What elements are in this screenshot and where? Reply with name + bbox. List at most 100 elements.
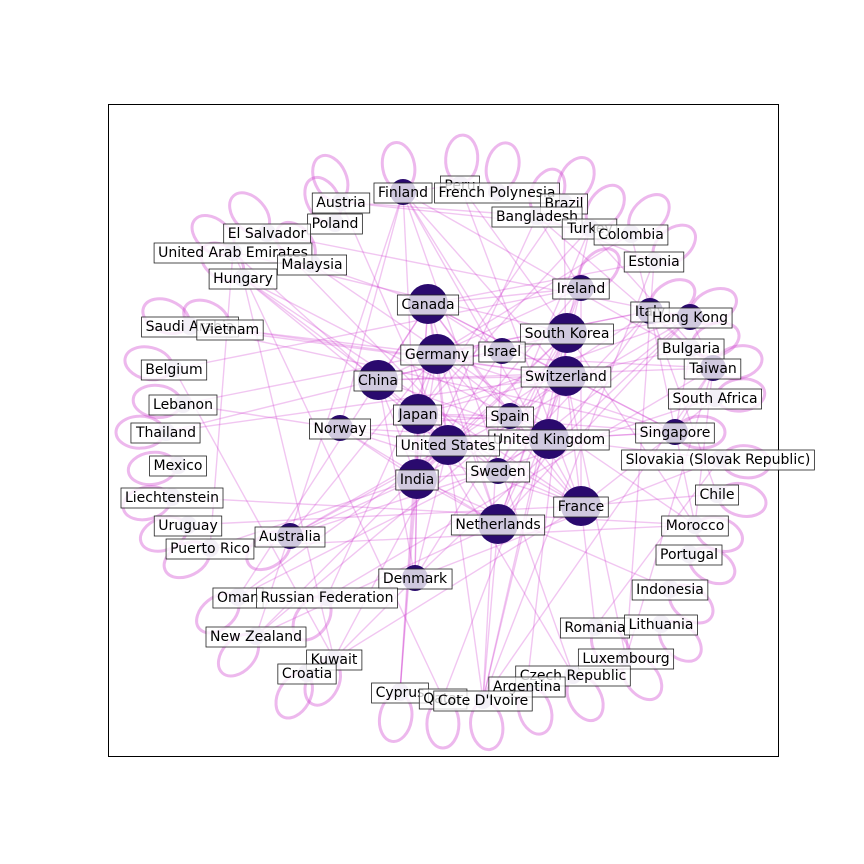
label-taiwan: Taiwan [683, 358, 742, 380]
edge [232, 251, 444, 699]
label-box [623, 251, 685, 273]
label-box [635, 422, 715, 444]
label-box [552, 278, 610, 300]
node-label: Morocco [666, 518, 725, 534]
node-label: New Zealand [210, 629, 302, 645]
label-box [655, 544, 723, 566]
node-label: United Kingdom [493, 432, 605, 448]
label-puerto-rico: Puerto Rico [165, 538, 255, 560]
edge [209, 478, 418, 549]
node-label: Austria [316, 195, 365, 211]
label-india: India [395, 469, 439, 491]
node-label: Denmark [383, 571, 448, 587]
label-box [647, 307, 733, 329]
node-label: Chile [699, 487, 734, 503]
label-box [396, 435, 500, 457]
label-box [486, 406, 534, 428]
edge [630, 233, 651, 312]
node-label: Uruguay [158, 518, 218, 534]
node-label: Portugal [660, 547, 718, 563]
edge [427, 260, 655, 305]
node-label: Colombia [598, 227, 664, 243]
node-label: Hong Kong [652, 310, 728, 326]
node-label: Germany [405, 347, 469, 363]
label-box [196, 319, 264, 341]
label-cote-divoire: Cote D'Ivoire [433, 690, 533, 712]
label-united-states: United States [396, 435, 500, 457]
label-austria: Austria [311, 192, 371, 214]
node-label: South Africa [672, 391, 757, 407]
label-box [373, 182, 433, 204]
node-label: Indonesia [636, 582, 704, 598]
label-box [624, 614, 698, 636]
edge [649, 310, 696, 526]
label-colombia: Colombia [593, 224, 669, 246]
label-box [478, 341, 526, 363]
label-singapore: Singapore [635, 422, 715, 444]
node-label: Bangladesh [496, 209, 578, 225]
label-portugal: Portugal [655, 544, 723, 566]
label-united-kingdom: United Kingdom [488, 429, 610, 451]
node-label: Liechtenstein [125, 490, 219, 506]
edge [289, 353, 438, 537]
edge [625, 367, 714, 659]
label-box [695, 484, 739, 506]
label-box [553, 496, 609, 518]
label-malaysia: Malaysia [277, 254, 347, 276]
edge [482, 260, 655, 701]
edge [447, 332, 568, 446]
node-label: Malaysia [281, 257, 342, 273]
edge [255, 191, 404, 637]
label-box [120, 487, 224, 509]
edge [402, 191, 574, 676]
label-russian-federation: Russian Federation [256, 587, 398, 609]
edge [447, 287, 582, 446]
edge [189, 325, 676, 433]
label-box [378, 568, 453, 590]
edge [402, 191, 503, 352]
node-label: Taiwan [688, 361, 737, 377]
edge [173, 368, 335, 660]
node-label: Cote D'Ivoire [438, 693, 528, 709]
edge [417, 227, 591, 415]
label-box [491, 206, 583, 228]
node-label: Lithuania [629, 617, 694, 633]
edge [339, 191, 404, 429]
label-oman: Oman [212, 587, 264, 609]
node-label: Thailand [135, 425, 196, 441]
edge [417, 202, 565, 415]
label-lebanon: Lebanon [148, 394, 218, 416]
edge [580, 505, 596, 628]
label-hungary: Hungary [208, 268, 278, 290]
label-sweden: Sweden [465, 461, 531, 483]
node-label: United States [401, 438, 496, 454]
label-thailand: Thailand [130, 422, 201, 444]
label-israel: Israel [478, 341, 526, 363]
label-belgium: Belgium [140, 359, 208, 381]
node-label: Poland [312, 216, 359, 232]
label-box [395, 469, 439, 491]
edge [482, 227, 591, 701]
label-box [668, 388, 762, 410]
node-label: Vietnam [201, 322, 259, 338]
edge [173, 287, 582, 370]
node-label: Lebanon [153, 397, 213, 413]
label-liechtenstein: Liechtenstein [120, 487, 224, 509]
edge [414, 444, 449, 579]
label-bulgaria: Bulgaria [657, 338, 725, 360]
label-vietnam: Vietnam [196, 319, 264, 341]
edge [171, 496, 696, 526]
edge [482, 523, 499, 701]
label-indonesia: Indonesia [631, 579, 709, 601]
label-box [309, 418, 371, 440]
edge [237, 303, 429, 598]
node-label: Slovakia (Slovak Republic) [626, 452, 811, 468]
label-box [465, 461, 531, 483]
node-label: Ireland [557, 281, 605, 297]
label-box [621, 449, 815, 471]
edge [536, 215, 582, 289]
label-morocco: Morocco [661, 515, 729, 537]
edge [165, 375, 567, 433]
node-label: Estonia [628, 254, 680, 270]
